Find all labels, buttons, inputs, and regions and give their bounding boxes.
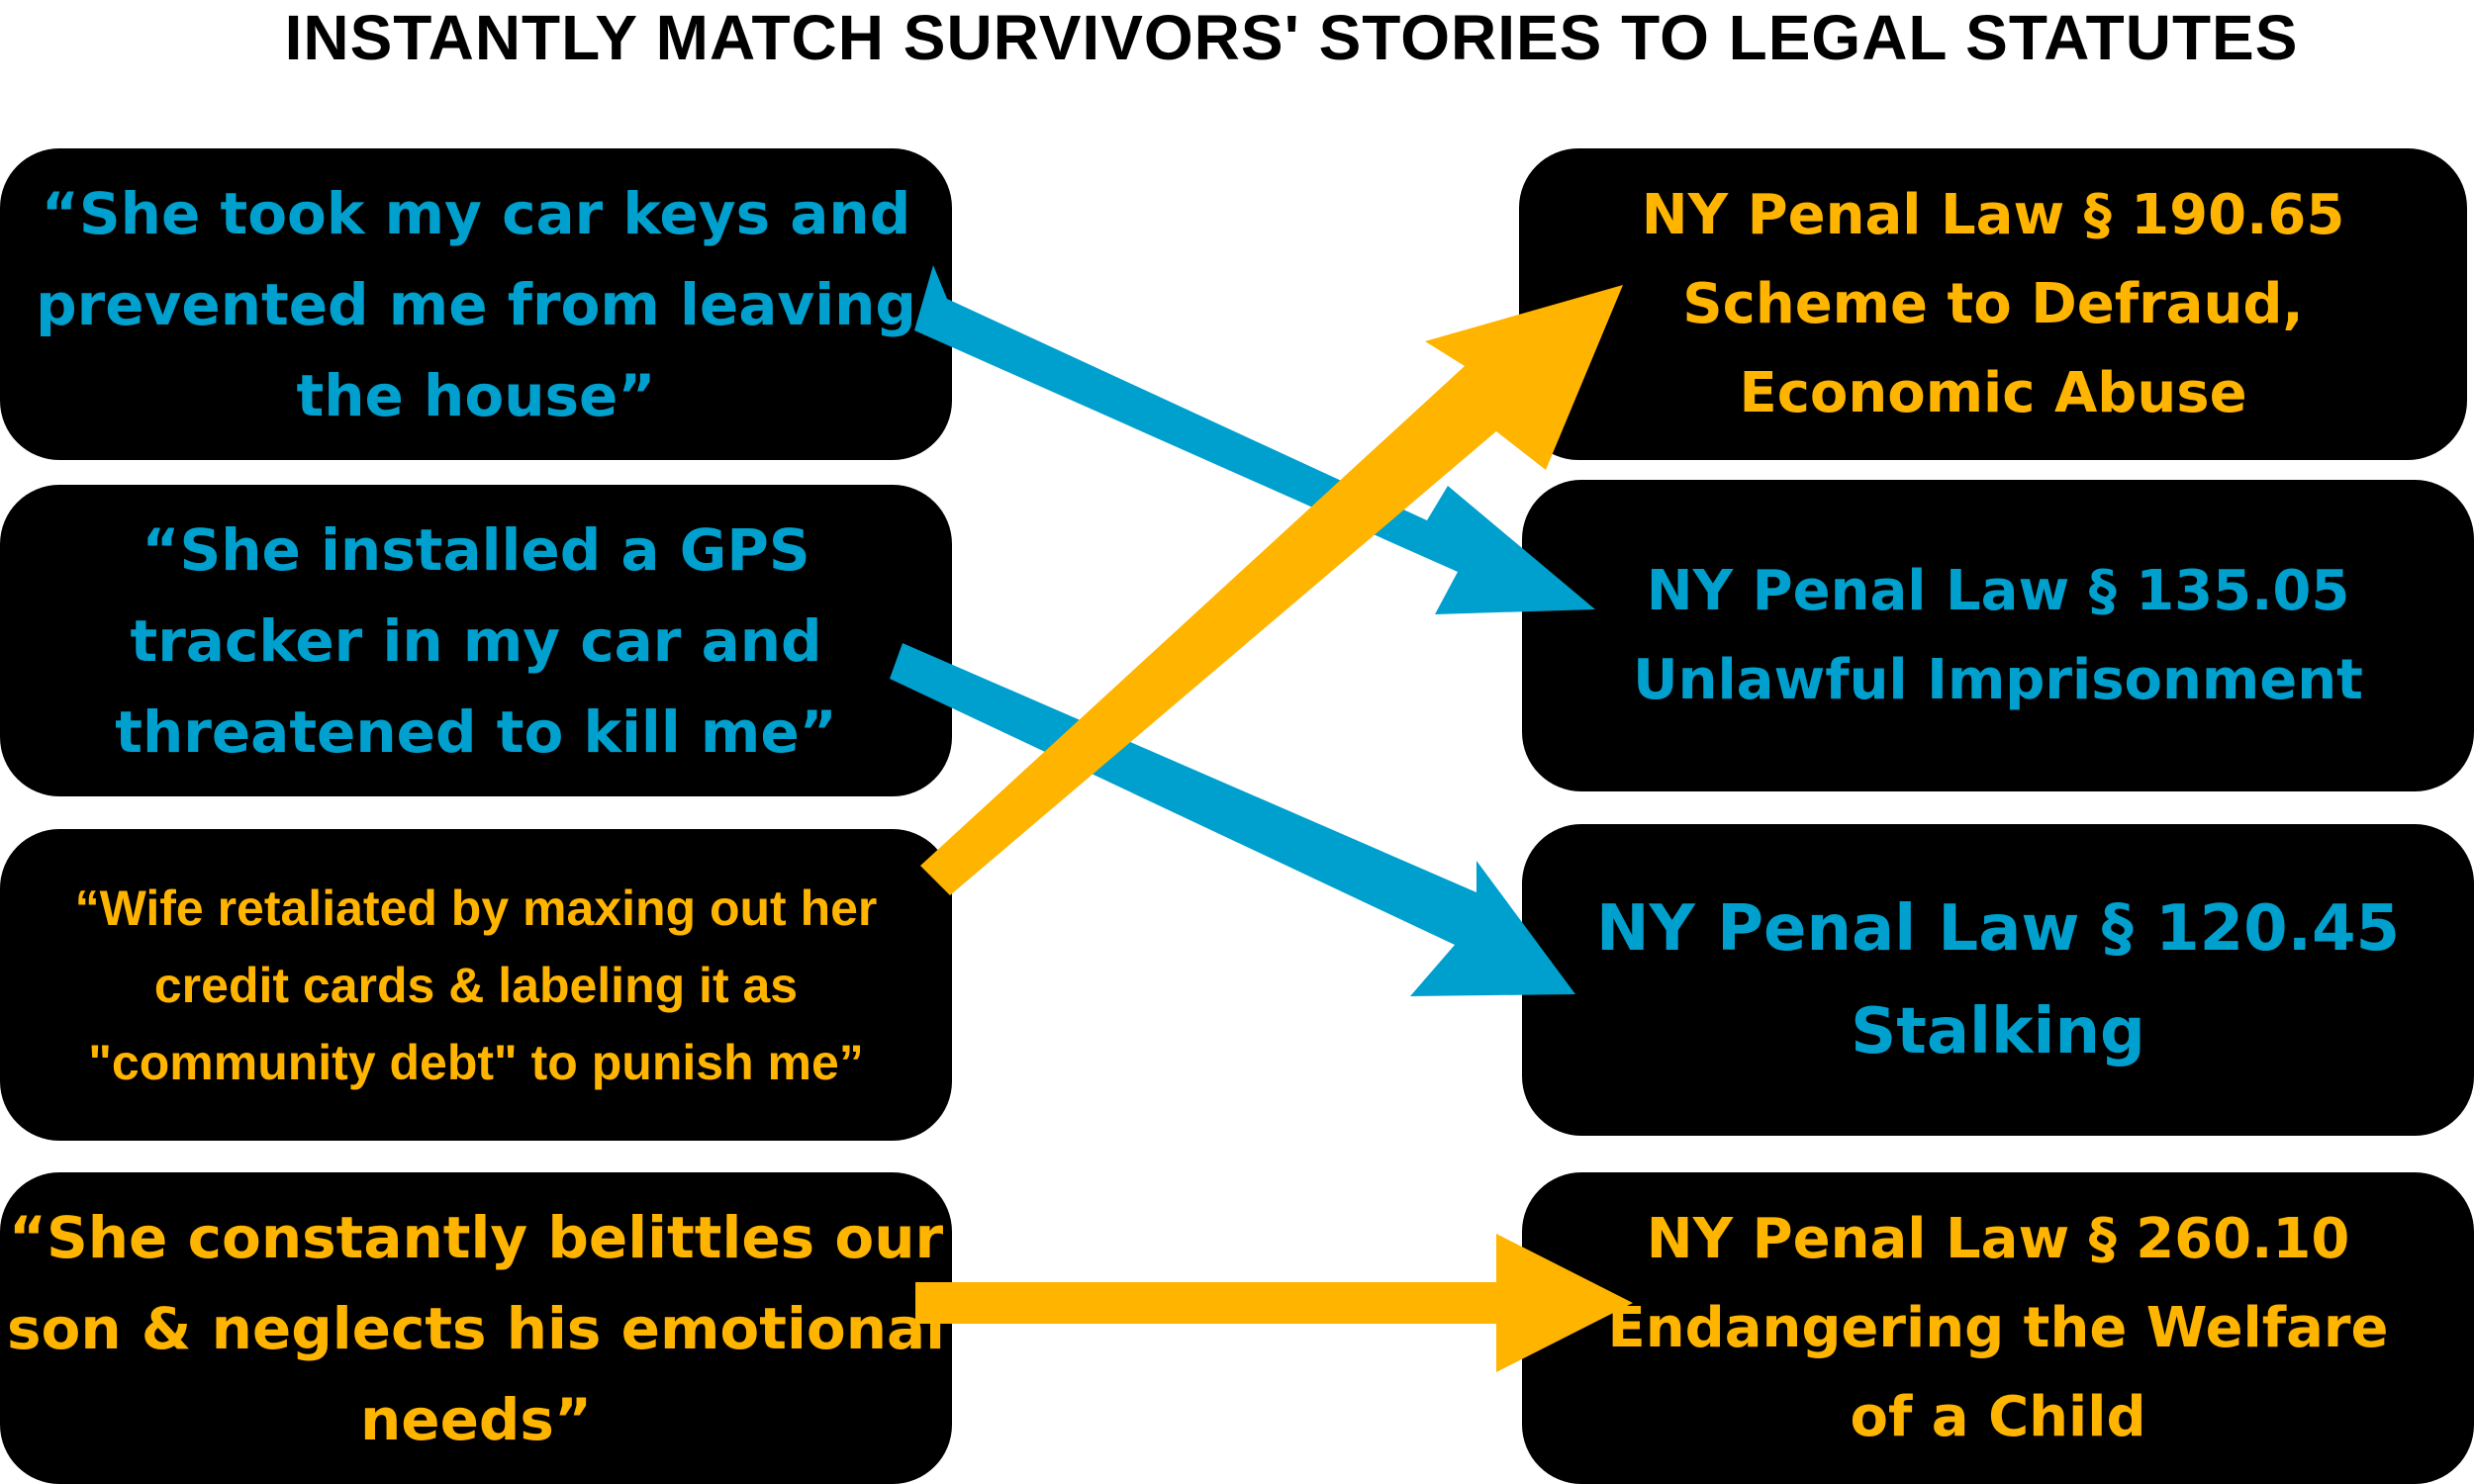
story-line: “She constantly belittles our — [8, 1203, 944, 1271]
story-line: credit cards & labeling it as — [153, 957, 799, 1013]
statute-box-190-65: NY Penal Law § 190.65 Scheme to Defraud,… — [1519, 148, 2467, 460]
story-box-belittles-son: “She constantly belittles our son & negl… — [0, 1172, 952, 1484]
story-line: “She took my car keys and — [41, 179, 911, 247]
statute-line: Economic Abuse — [1739, 360, 2247, 425]
statute-line: Stalking — [1851, 994, 2145, 1068]
statute-line: Scheme to Defraud, — [1682, 271, 2304, 336]
story-line: “Wife retaliated by maxing out her — [74, 880, 878, 936]
story-line: “She installed a GPS — [142, 515, 810, 584]
statute-line: Unlawful Imprisonment — [1633, 647, 2363, 712]
story-box-gps-tracker: “She installed a GPS tracker in my car a… — [0, 485, 952, 796]
arrow-gps-to-stalking — [890, 643, 1575, 996]
story-box-credit-cards: “Wife retaliated by maxing out her credi… — [0, 829, 952, 1141]
statute-line: NY Penal Law § 260.10 — [1646, 1206, 2350, 1271]
statute-line: Endangering the Welfare — [1607, 1295, 2389, 1360]
statute-line: NY Penal Law § 190.65 — [1641, 182, 2345, 247]
statute-box-135-05: NY Penal Law § 135.05 Unlawful Imprisonm… — [1522, 480, 2474, 791]
statute-box-260-10: NY Penal Law § 260.10 Endangering the We… — [1522, 1172, 2474, 1484]
arrow-credit-cards-to-scheme-to-defraud — [920, 285, 1623, 895]
statute-line: of a Child — [1850, 1384, 2146, 1449]
statute-line: NY Penal Law § 135.05 — [1646, 558, 2350, 623]
page-title: INSTANTLY MATCH SURVIVORS' STORIES TO LE… — [284, 2, 2299, 73]
arrow-car-keys-to-unlawful-imprisonment — [914, 265, 1595, 614]
story-line: tracker in my car and — [130, 606, 822, 675]
story-line: "community debt" to punish me” — [88, 1034, 864, 1090]
statute-line: NY Penal Law § 120.45 — [1595, 891, 2401, 966]
story-line: threatened to kill me” — [115, 697, 837, 766]
story-line: prevented me from leaving — [36, 270, 916, 338]
story-box-car-keys: “She took my car keys and prevented me f… — [0, 148, 952, 460]
story-line: son & neglects his emotional — [6, 1294, 946, 1362]
statute-box-120-45: NY Penal Law § 120.45 Stalking — [1522, 824, 2474, 1136]
story-line: the house” — [296, 361, 656, 429]
story-line: needs” — [359, 1385, 593, 1453]
